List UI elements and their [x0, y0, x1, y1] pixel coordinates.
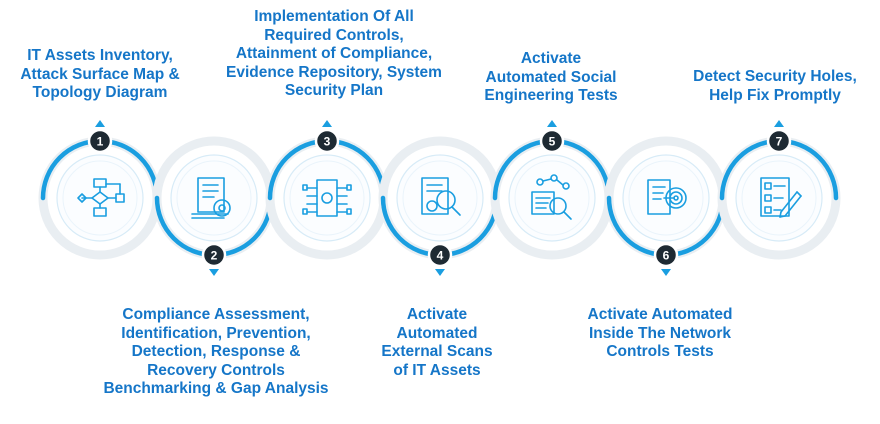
- step-5-badge: 5: [539, 120, 565, 154]
- step-5-label: Activate Automated Social Engineering Te…: [484, 50, 618, 104]
- step-4-label: Activate Automated External Scans of IT …: [381, 306, 493, 379]
- step-3-pointer-icon: [322, 120, 332, 127]
- step-5-node: [490, 136, 614, 260]
- step-1-pointer-icon: [95, 120, 105, 127]
- step-3-label: Implementation Of All Required Controls,…: [226, 8, 442, 99]
- step-1-label: IT Assets Inventory, Attack Surface Map …: [20, 47, 180, 101]
- step-6-number: 6: [663, 249, 670, 263]
- step-6-pointer-icon: [661, 269, 671, 276]
- step-1-number: 1: [97, 135, 104, 149]
- step-2-pointer-icon: [209, 269, 219, 276]
- step-3-number: 3: [324, 135, 331, 149]
- document-gear-icon: [191, 177, 231, 219]
- step-4-pointer-icon: [435, 269, 445, 276]
- step-7-badge: 7: [766, 120, 792, 154]
- step-2-node: [152, 136, 276, 260]
- step-6-badge: 6: [653, 242, 679, 276]
- step-1-node: [38, 136, 162, 260]
- step-2-number: 2: [211, 249, 218, 263]
- step-7-pointer-icon: [774, 120, 784, 127]
- scan-document-icon: [421, 177, 461, 216]
- step-5-number: 5: [549, 135, 556, 149]
- step-4-badge: 4: [427, 242, 453, 276]
- checklist-pen-icon: [760, 177, 802, 218]
- step-4-number: 4: [437, 249, 444, 263]
- step-2-badge: 2: [201, 242, 227, 276]
- step-1-badge: 1: [87, 120, 113, 154]
- step-3-badge: 3: [314, 120, 340, 154]
- circuit-board-icon: [302, 179, 352, 217]
- step-4-node: [378, 136, 502, 260]
- step-5-pointer-icon: [547, 120, 557, 127]
- step-3-node: [265, 136, 389, 260]
- step-7-label: Detect Security Holes, Help Fix Promptly: [693, 68, 857, 104]
- network-search-icon: [531, 174, 572, 220]
- step-2-label: Compliance Assessment, Identification, P…: [103, 306, 329, 397]
- target-report-icon: [647, 179, 687, 215]
- flowchart-icon: [77, 178, 125, 217]
- step-7-number: 7: [776, 135, 783, 149]
- step-6-label: Activate Automated Inside The Network Co…: [587, 306, 733, 360]
